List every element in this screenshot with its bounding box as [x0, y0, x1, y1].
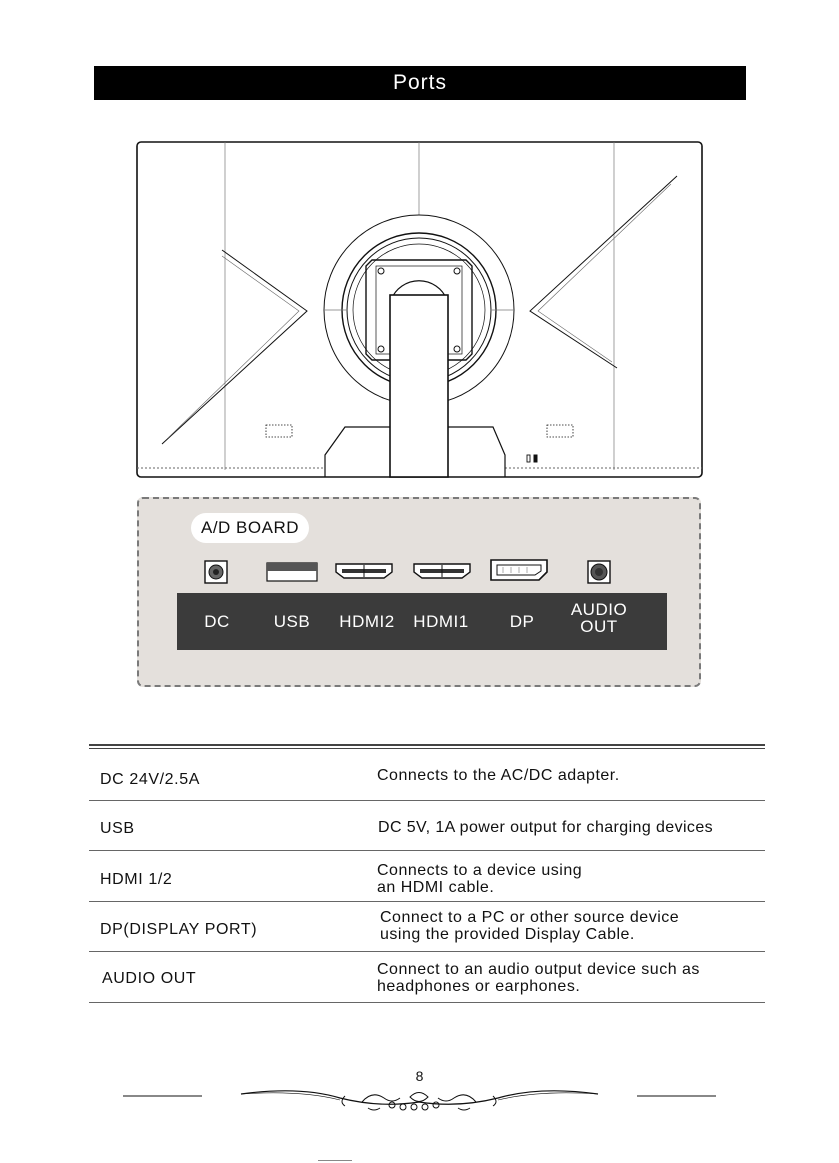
spec-name: USB	[100, 820, 135, 837]
spec-name: HDMI 1/2	[100, 871, 173, 888]
footer-ornament-icon	[123, 1090, 716, 1111]
spec-name: DC 24V/2.5A	[100, 771, 200, 788]
displayport-icon	[490, 559, 548, 581]
table-row: DP(DISPLAY PORT) Connect to a PC or othe…	[89, 902, 765, 952]
hdmi-port-icon	[335, 563, 393, 579]
dc-jack-icon	[204, 560, 228, 584]
spec-desc: Connect to a PC or other source device u…	[380, 909, 680, 943]
spec-desc: Connects to a device using an HDMI cable…	[377, 862, 583, 896]
hdmi-port-icon	[413, 563, 471, 579]
audio-jack-icon	[587, 560, 611, 584]
board-label: A/D BOARD	[191, 513, 310, 543]
table-row: DC 24V/2.5A Connects to the AC/DC adapte…	[89, 750, 765, 801]
port-label-hdmi1: HDMI1	[413, 612, 469, 631]
port-label-usb: USB	[273, 612, 311, 631]
spec-desc: Connects to the AC/DC adapter.	[377, 767, 620, 784]
usb-port-icon	[266, 562, 318, 582]
ad-board-panel: A/D BOARD DC USB HDMI2 HD	[137, 497, 701, 687]
monitor-rear-illustration	[136, 141, 703, 478]
table-top-rule	[89, 744, 765, 746]
port-label-hdmi2: HDMI2	[339, 612, 395, 631]
port-label-strip: DC USB HDMI2 HDMI1 DP AUDIO OUT	[177, 593, 667, 650]
table-top-rule	[89, 748, 765, 749]
spec-desc: Connect to an audio output device such a…	[377, 961, 700, 995]
bottom-edge-mark	[318, 1160, 352, 1161]
page-number: 8	[415, 1068, 424, 1084]
table-row: USB DC 5V, 1A power output for charging …	[89, 801, 765, 851]
port-label-dp: DP	[509, 612, 535, 631]
section-title: Ports	[392, 71, 447, 94]
section-title-bar: Ports	[94, 66, 746, 100]
spec-desc: DC 5V, 1A power output for charging devi…	[378, 819, 714, 836]
spec-name: AUDIO OUT	[102, 970, 197, 987]
table-row: AUDIO OUT Connect to an audio output dev…	[89, 952, 765, 1003]
port-label-dc: DC	[204, 612, 230, 631]
table-row: HDMI 1/2 Connects to a device using an H…	[89, 851, 765, 902]
port-label-audio-out: AUDIO OUT	[570, 600, 628, 636]
spec-name: DP(DISPLAY PORT)	[100, 921, 258, 938]
